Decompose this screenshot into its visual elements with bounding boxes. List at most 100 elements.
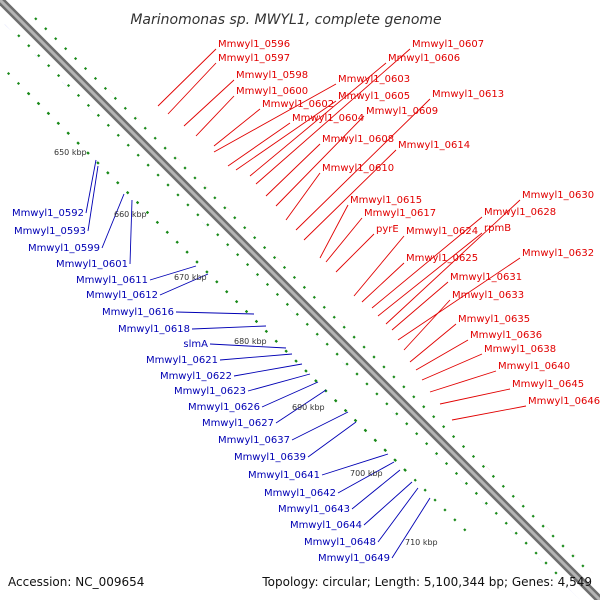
scale-tick-mark — [265, 282, 270, 287]
scale-tick-mark — [136, 153, 140, 157]
forward-gene-label: Mmwyl1_0638 — [484, 344, 556, 355]
scale-tick-mark — [185, 250, 189, 254]
scale-tick-mark — [36, 101, 40, 105]
forward-strand-gene — [504, 485, 523, 504]
scale-tick-mark — [442, 425, 446, 429]
reverse-gene-label: Mmwyl1_0622 — [160, 371, 232, 382]
scale-tick-mark — [216, 233, 220, 237]
scale-tick-mark — [213, 196, 217, 200]
forward-strand-gene — [214, 195, 231, 212]
scale-tick-mark — [6, 71, 11, 76]
forward-gene-label: Mmwyl1_0606 — [388, 53, 460, 64]
forward-gene-label: Mmwyl1_0633 — [452, 290, 524, 301]
forward-strand-gene — [324, 305, 345, 326]
scale-tick-mark — [484, 501, 488, 505]
scale-tick-mark — [145, 210, 149, 214]
scale-tick-mark — [395, 412, 399, 416]
forward-gene-label: Mmwyl1_0608 — [322, 134, 394, 145]
scale-tick-mark — [175, 240, 179, 244]
forward-gene-label: Mmwyl1_0607 — [412, 39, 484, 50]
reverse-strand-gene — [34, 53, 54, 73]
scale-tick-mark — [312, 295, 316, 299]
scale-tick-mark — [541, 524, 545, 528]
reverse-gene-label: Mmwyl1_0611 — [76, 275, 148, 286]
scale-tick-mark — [344, 409, 348, 413]
reverse-gene-label: Mmwyl1_0592 — [12, 208, 84, 219]
forward-label-leader — [429, 370, 497, 393]
genome-summary-text: Topology: circular; Length: 5,100,344 bp… — [261, 575, 592, 589]
scale-tick-mark — [106, 123, 110, 127]
forward-strand-gene — [267, 247, 283, 263]
scale-tick-mark — [133, 116, 137, 120]
forward-gene-label: Mmwyl1_0615 — [350, 195, 422, 206]
scale-tick-mark — [334, 399, 338, 403]
scale-tick-mark — [233, 216, 237, 220]
scale-tick-mark — [96, 161, 100, 165]
scale-tick-mark — [403, 468, 407, 472]
forward-label-leader — [167, 62, 217, 115]
scale-tick-mark — [364, 429, 368, 433]
forward-strand-gene — [193, 173, 209, 189]
scale-tick-mark — [223, 206, 227, 210]
scale-tick-mark — [433, 498, 437, 502]
scale-ticks — [6, 17, 585, 575]
scale-tick-mark — [275, 292, 280, 297]
forward-gene-label: Mmwyl1_0604 — [292, 113, 364, 124]
reverse-label-leader — [209, 343, 287, 349]
scale-tick-mark — [373, 438, 378, 443]
scale-tick-mark — [173, 156, 177, 160]
forward-gene-label: Mmwyl1_0605 — [338, 91, 410, 102]
scale-tick-mark — [315, 332, 319, 336]
forward-label-leader — [183, 79, 235, 127]
scale-tick-mark — [524, 541, 528, 545]
scale-tick-mark — [236, 253, 240, 257]
scale-tick-mark — [422, 405, 426, 409]
reverse-strand-gene — [251, 271, 265, 285]
forward-strand-gene — [310, 291, 329, 310]
reverse-gene-label: Mmwyl1_0621 — [146, 355, 218, 366]
forward-label-leader — [353, 235, 405, 297]
forward-gene-label: Mmwyl1_0598 — [236, 70, 308, 81]
reverse-gene-label: Mmwyl1_0637 — [218, 435, 290, 446]
forward-label-leader — [385, 199, 521, 325]
forward-gene-label: Mmwyl1_0631 — [450, 272, 522, 283]
scale-tick-mark — [342, 325, 346, 329]
forward-strand-gene — [139, 119, 157, 137]
scale-label: 690 kbp — [292, 403, 325, 412]
scale-tick-mark — [66, 83, 71, 88]
reverse-strand-gene — [481, 501, 497, 517]
forward-gene-label: Mmwyl1_0613 — [432, 89, 504, 100]
forward-gene-label: Mmwyl1_0603 — [338, 74, 410, 85]
scale-tick-mark — [64, 47, 68, 51]
scale-label: 710 kbp — [405, 538, 438, 547]
forward-label-leader — [439, 388, 511, 405]
scale-tick-mark — [302, 285, 306, 289]
forward-label-leader — [409, 323, 457, 363]
reverse-label-leader — [247, 373, 311, 392]
reverse-strand-gene — [142, 161, 154, 174]
scale-tick-mark — [47, 64, 51, 68]
scale-tick-mark — [531, 514, 535, 518]
scale-tick-mark — [352, 335, 356, 339]
scale-tick-mark — [74, 57, 78, 61]
scale-tick-mark — [274, 339, 278, 343]
reverse-strand-gene — [341, 361, 357, 377]
forward-strand-gene — [160, 141, 181, 162]
forward-gene-label: Mmwyl1_0645 — [512, 379, 584, 390]
forward-gene-label: Mmwyl1_0610 — [322, 163, 394, 174]
scale-tick-mark — [203, 186, 207, 190]
forward-label-leader — [195, 95, 235, 137]
scale-tick-mark — [464, 481, 469, 486]
scale-tick-mark — [57, 74, 61, 78]
scale-tick-mark — [116, 133, 120, 137]
scale-tick-mark — [16, 81, 21, 86]
scale-tick-mark — [186, 203, 190, 207]
reverse-gene-label: slmA — [183, 339, 208, 350]
forward-strand-gene — [420, 400, 432, 413]
reverse-gene-label: Mmwyl1_0626 — [188, 402, 260, 413]
scale-tick-mark — [494, 511, 498, 515]
scale-tick-mark — [183, 166, 187, 170]
scale-tick-mark — [103, 86, 108, 91]
scale-tick-mark — [554, 571, 558, 575]
